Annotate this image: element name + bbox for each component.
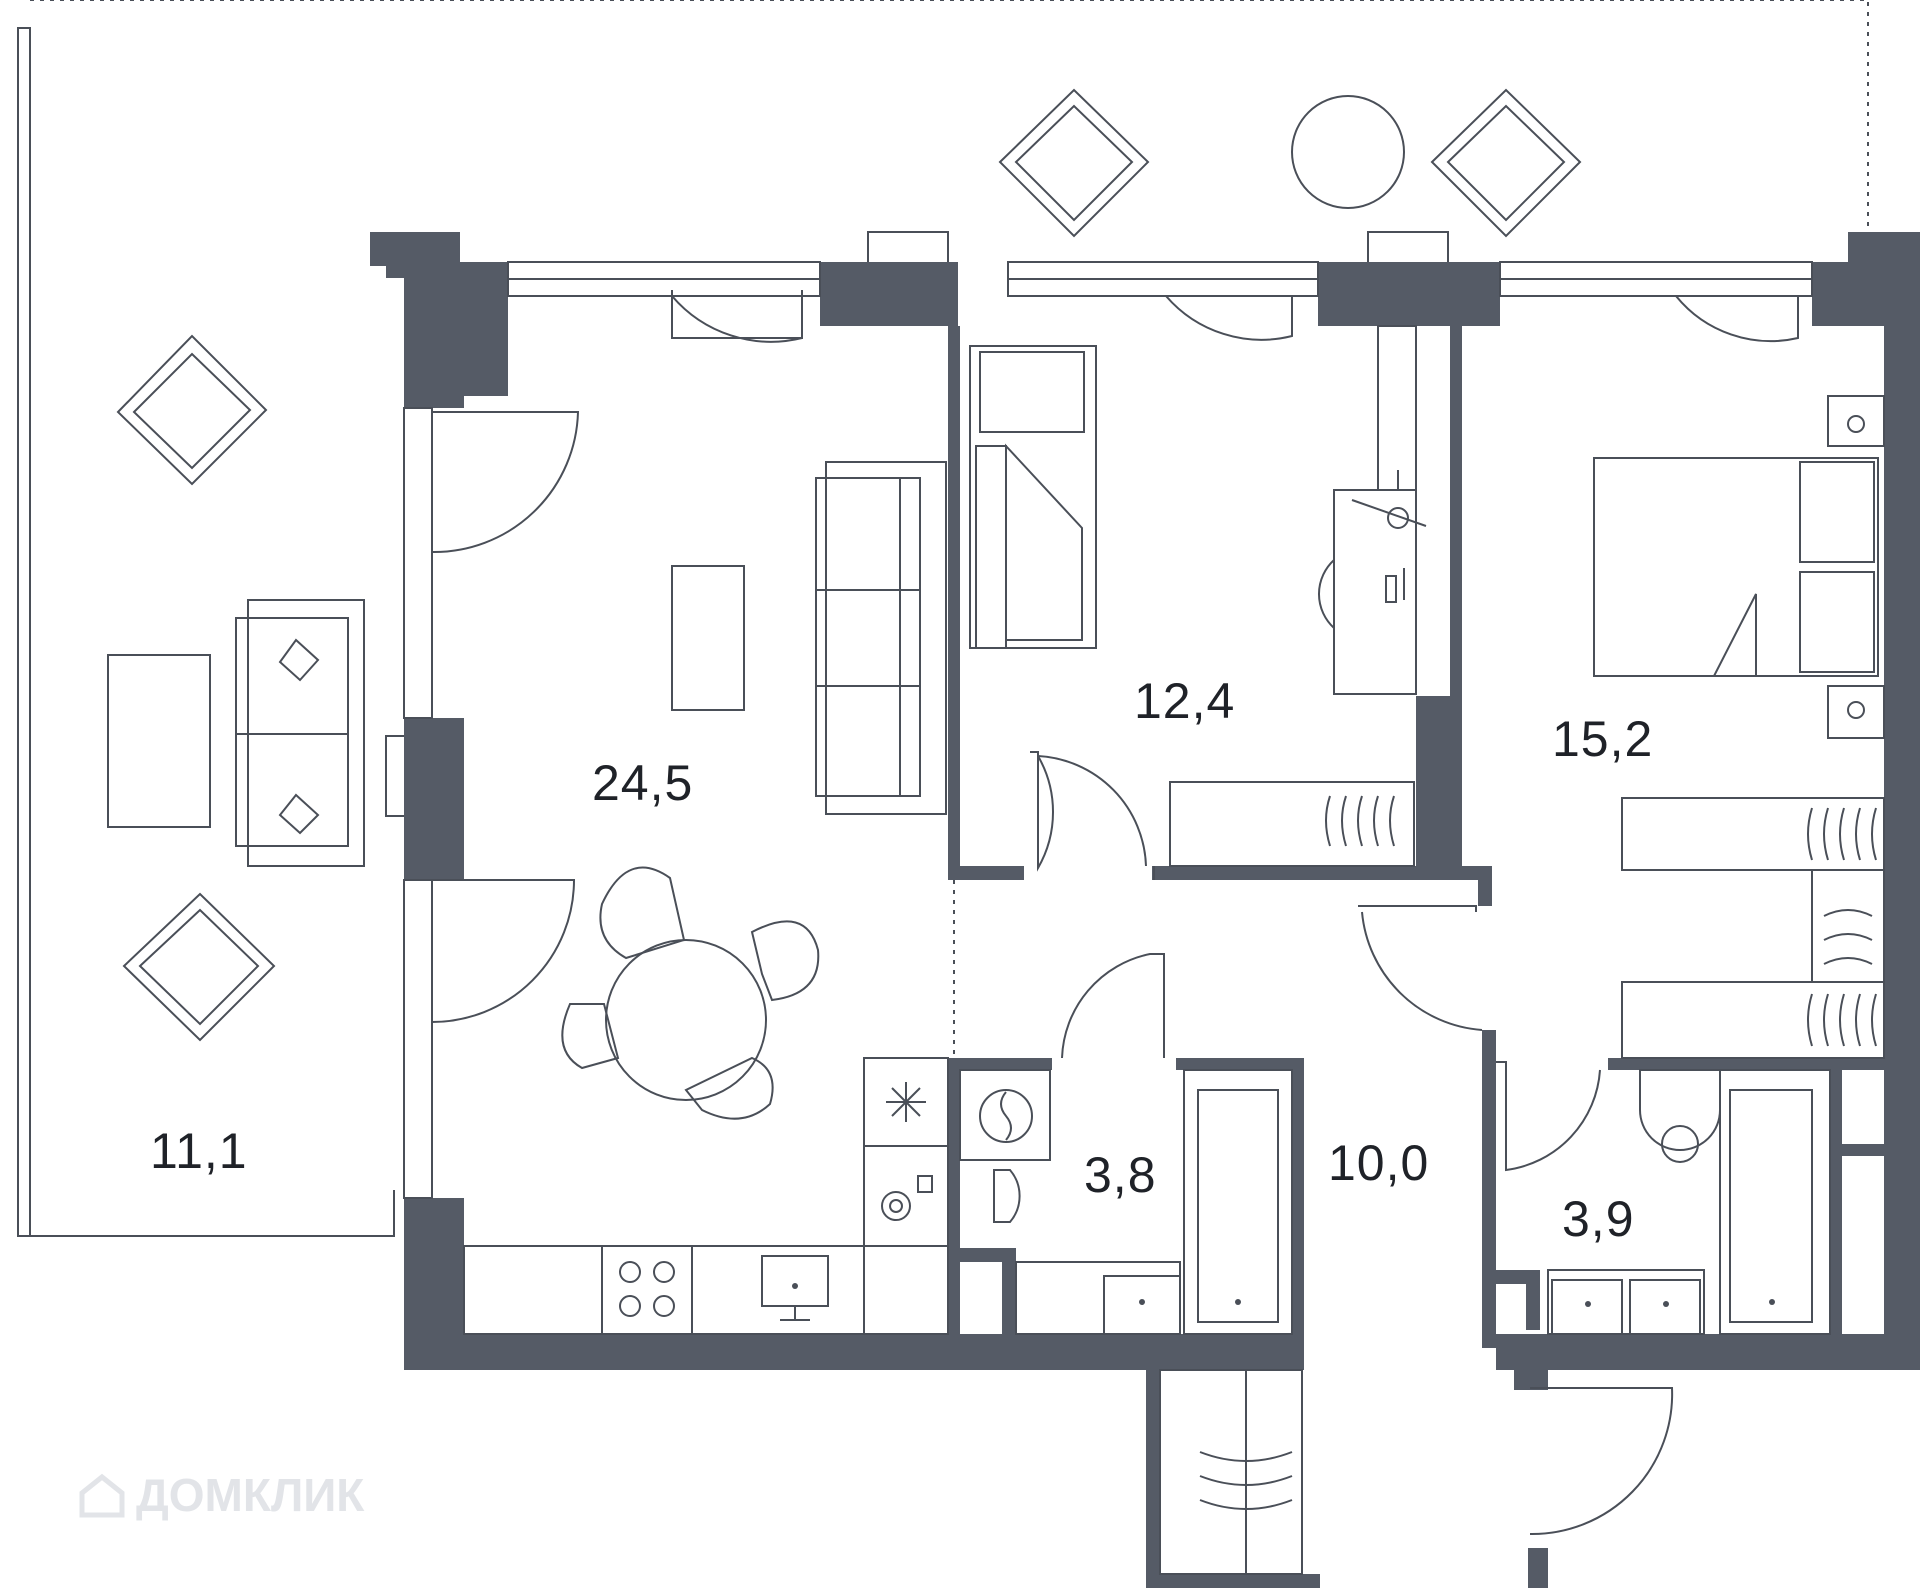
dining-set — [561, 866, 820, 1120]
terrace-armchair-top — [116, 334, 268, 486]
bedroom1-furniture — [969, 325, 1427, 867]
watermark-text: ДОМКЛИК — [136, 1469, 365, 1521]
bathroom1-fixtures — [959, 1069, 1293, 1335]
room-area-bedroom-1: 12,4 — [1134, 673, 1236, 729]
room-area-bedroom-2: 15,2 — [1552, 711, 1654, 767]
terrace-sofa — [235, 599, 365, 867]
terrace-armchair-bottom — [122, 892, 276, 1042]
room-area-bathroom-2: 3,9 — [1562, 1191, 1635, 1247]
kitchen — [463, 1057, 949, 1335]
living-furniture — [463, 461, 949, 1335]
room-area-terrace: 11,1 — [150, 1123, 248, 1179]
dresser-1 — [1169, 781, 1415, 867]
walls — [370, 231, 1920, 1588]
windows — [403, 261, 1813, 1199]
living-coffee-table — [671, 565, 745, 711]
balcony-round-table — [1291, 95, 1405, 209]
doors — [431, 290, 1799, 1536]
terrace-furniture — [107, 334, 365, 1042]
room-area-bathroom-1: 3,8 — [1084, 1147, 1157, 1203]
room-area-hallway: 10,0 — [1328, 1135, 1430, 1191]
balcony-armchair-right — [1430, 88, 1582, 238]
plant — [1351, 470, 1427, 529]
room-area-living-kitchen: 24,5 — [592, 755, 694, 811]
desk — [1333, 489, 1417, 695]
balcony-furniture — [998, 88, 1582, 238]
bedroom2-furniture — [1593, 395, 1885, 1059]
bathroom2-fixtures — [1547, 1069, 1831, 1335]
house-logo-icon — [79, 1473, 125, 1518]
living-sofa — [815, 461, 947, 815]
terrace-boundary — [17, 0, 1869, 1237]
balcony-armchair-left — [998, 88, 1150, 238]
closet — [1159, 1369, 1303, 1575]
watermark: ДОМКЛИК — [78, 1468, 364, 1522]
terrace-table — [107, 654, 211, 828]
